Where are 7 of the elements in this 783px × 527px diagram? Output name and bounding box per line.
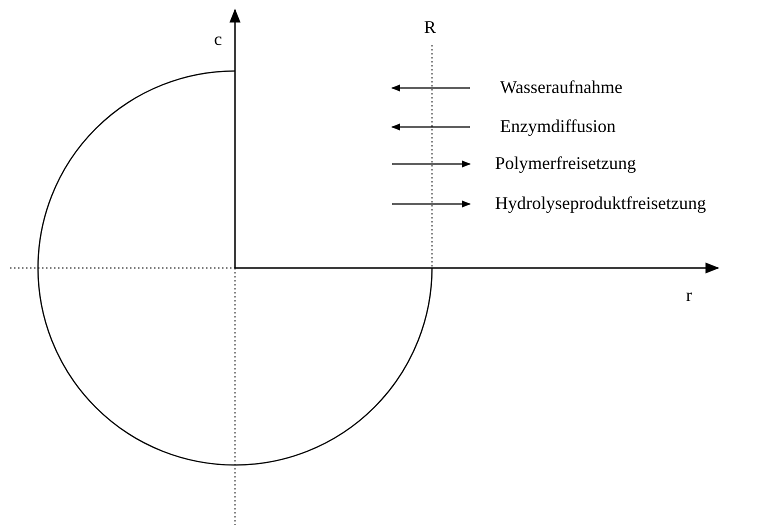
legend-label: Enzymdiffusion xyxy=(500,117,616,135)
axis-label: R xyxy=(424,18,436,36)
axis-label: c xyxy=(214,30,222,48)
legend-label: Polymerfreisetzung xyxy=(495,154,636,172)
axis-label: r xyxy=(686,286,692,304)
legend-label: Hydrolyseproduktfreisetzung xyxy=(495,194,706,212)
legend-label: Wasseraufnahme xyxy=(500,78,622,96)
